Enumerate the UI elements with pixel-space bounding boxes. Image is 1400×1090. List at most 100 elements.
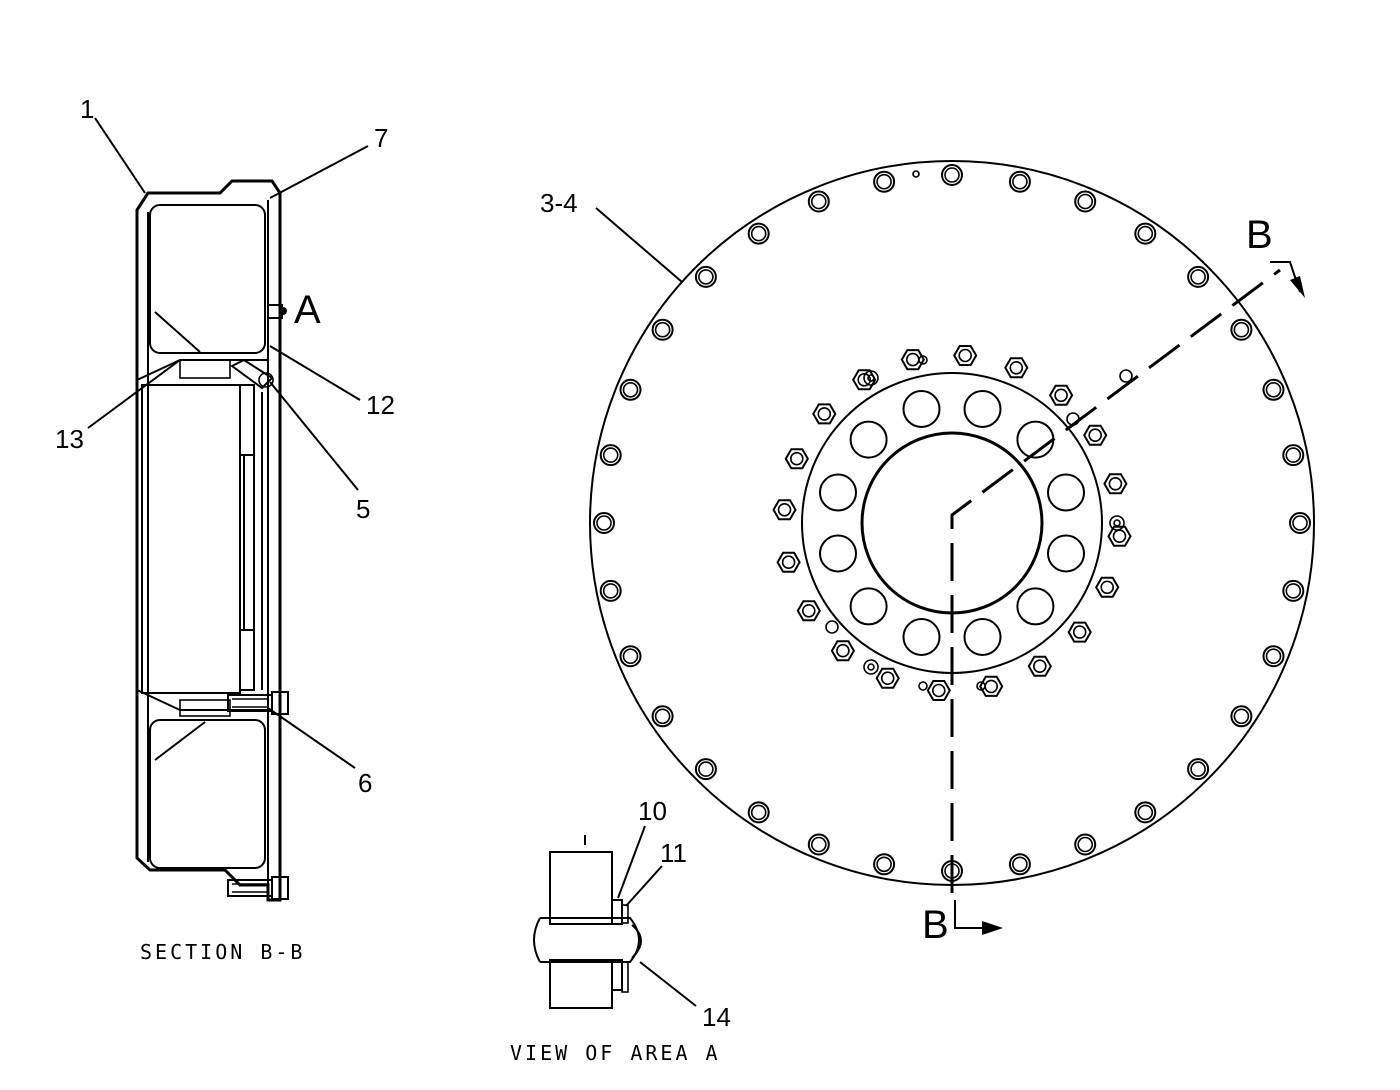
hex-bolt-inner: [777, 502, 792, 517]
section-leaders: [87, 117, 369, 769]
hex-bolt: [784, 448, 809, 470]
outer-bolt: [599, 579, 622, 602]
section-b-b-view: A: [135, 179, 321, 902]
outer-bolt: [1262, 378, 1285, 401]
outer-bolt-inner: [1190, 269, 1206, 285]
hex-bolt: [1067, 621, 1092, 643]
hex-bolt-inner: [1112, 529, 1127, 544]
hex-bolt-inner: [836, 643, 850, 658]
outer-bolt-inner: [1012, 856, 1028, 873]
outer-bolt-inner: [1265, 381, 1282, 398]
section-marker-bottom: B: [922, 903, 949, 947]
hex-bolt: [1107, 525, 1132, 547]
hex-bolt: [812, 403, 837, 425]
hex-bolt-inner: [931, 683, 946, 698]
hex-bolt-inner: [984, 679, 999, 694]
outer-bolt: [1134, 801, 1157, 824]
outer-bolt-inner: [810, 193, 827, 210]
outer-bolt: [1187, 265, 1210, 288]
outer-bolt: [807, 833, 830, 856]
outer-bolt-inner: [596, 515, 612, 531]
outer-bolt: [1074, 190, 1097, 213]
hex-bolt-inner: [1088, 428, 1102, 443]
flange-hole: [902, 618, 941, 656]
callout-3-4: 3-4: [540, 188, 578, 218]
outer-bolt: [1008, 170, 1031, 193]
outer-bolt: [1230, 318, 1253, 341]
hex-bolt-inner: [958, 348, 973, 363]
flange-holes: [819, 390, 1085, 656]
leader-3-4: [595, 207, 683, 283]
flange-hole: [849, 420, 888, 459]
callout-14: 14: [702, 1002, 731, 1032]
hex-bolt: [852, 369, 877, 391]
area-caption: VIEW OF AREA A: [510, 1041, 721, 1065]
hex-bolt: [1095, 576, 1120, 598]
flange-hole: [1047, 473, 1085, 512]
hex-bolt: [1103, 473, 1128, 495]
hex-bolt: [979, 675, 1004, 697]
outer-bolt-inner: [1012, 173, 1028, 190]
outer-bolt-inner: [622, 381, 639, 398]
hex-bolt-inner: [1108, 476, 1123, 491]
outer-bolt: [941, 164, 963, 186]
outer-bolt: [619, 378, 642, 401]
hex-bolt-inner: [789, 451, 804, 466]
hex-bolt: [953, 345, 978, 366]
hex-bolt-inner: [880, 671, 895, 686]
outer-bolt-inner: [1285, 447, 1302, 463]
callout-10: 10: [638, 796, 667, 826]
flange-hole: [963, 390, 1002, 428]
outer-bolt-inner: [622, 648, 639, 665]
flange-hole: [963, 618, 1002, 656]
outer-bolt-inner: [1285, 583, 1302, 599]
hex-bolt-inner: [905, 352, 920, 367]
hex-bolt-inner: [1072, 625, 1087, 639]
flange-hole: [902, 390, 941, 428]
flange-hole: [1047, 534, 1085, 573]
flange-hole: [849, 587, 888, 626]
outer-bolt-inner: [1137, 225, 1154, 242]
housing-outline: [135, 179, 282, 902]
hex-bolt: [830, 640, 856, 662]
callout-6: 6: [358, 768, 372, 798]
outer-bolt: [873, 853, 896, 876]
hex-bolt-inner: [801, 603, 816, 618]
bolt-upper: [227, 691, 289, 715]
outer-bolt-inner: [810, 836, 827, 853]
hub-hex-bolts: [772, 345, 1132, 701]
callout-7: 7: [374, 123, 388, 153]
outer-bolt-inner: [654, 708, 671, 725]
outer-bolt-inner: [1077, 836, 1093, 853]
hub-cavity: [141, 384, 241, 694]
outer-bolt: [1230, 705, 1253, 728]
section-line: [950, 268, 1281, 893]
hex-bolt: [926, 680, 951, 701]
outer-bolt: [1282, 444, 1305, 467]
flange-hole: [1016, 587, 1055, 626]
outer-bolt: [873, 170, 896, 193]
outer-bolt-inner: [1190, 761, 1206, 777]
hex-bolt-inner: [817, 407, 832, 421]
hex-bolt: [1048, 384, 1074, 406]
outer-bolt: [747, 222, 770, 245]
outer-bolt-inner: [602, 447, 619, 463]
hex-bolt: [796, 600, 821, 622]
outer-bolt: [1134, 222, 1157, 245]
outer-bolt-inner: [876, 173, 892, 190]
hex-bolt: [875, 667, 900, 689]
hex-bolt: [1083, 424, 1108, 446]
section-marker-top: B: [1246, 213, 1273, 257]
outer-bolt-inner: [944, 167, 960, 183]
outer-bolt-inner: [1292, 515, 1308, 531]
hex-bolt: [1004, 357, 1029, 379]
outer-bolt: [1262, 645, 1285, 668]
outer-bolt-inner: [654, 321, 671, 338]
outer-bolt: [599, 444, 622, 467]
callout-12: 12: [366, 390, 395, 420]
outer-bolt: [651, 318, 674, 341]
outer-bolt-inner: [698, 269, 714, 285]
outer-bolt: [1289, 512, 1311, 534]
hex-bolt: [776, 551, 801, 573]
outer-bolt-inner: [1265, 648, 1282, 665]
